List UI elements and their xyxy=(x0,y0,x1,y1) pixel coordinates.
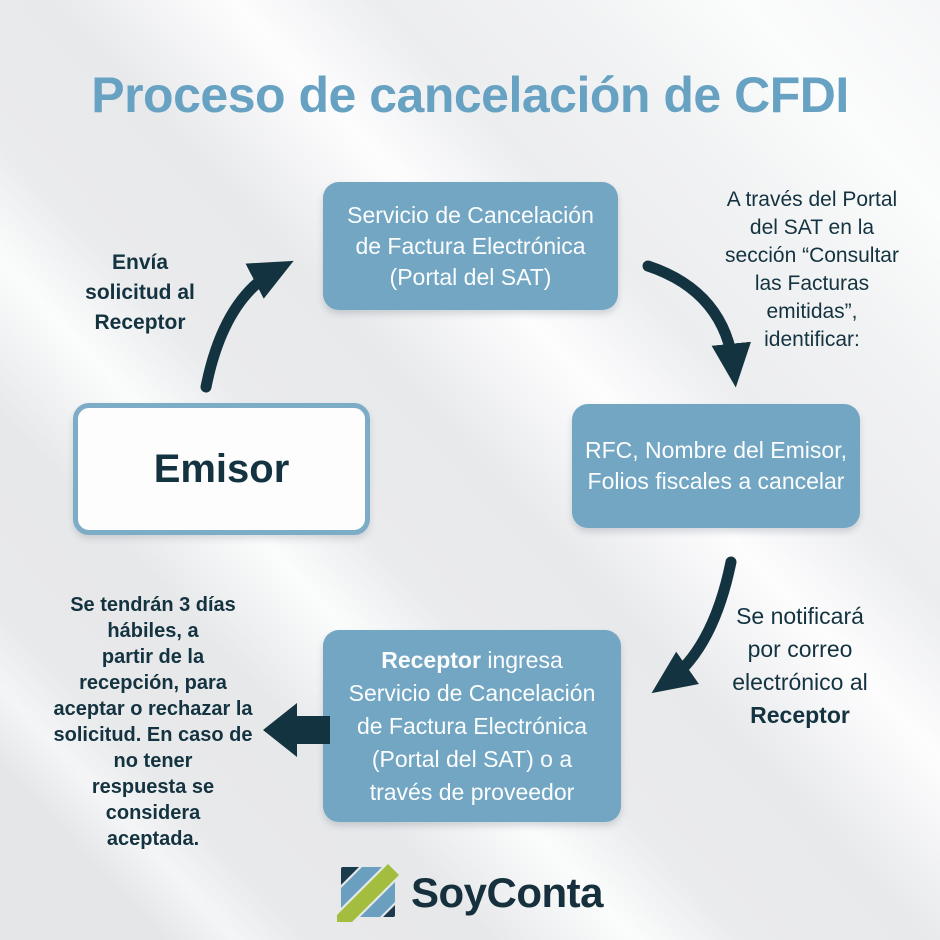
box-cancellation-service: Servicio de Cancelación de Factura Elect… xyxy=(323,182,618,310)
box-rfc: RFC, Nombre del Emisor, Folios fiscales … xyxy=(572,404,860,528)
box-cancellation-service-label: Servicio de Cancelación de Factura Elect… xyxy=(347,201,594,290)
box-emisor-label: Emisor xyxy=(153,446,290,491)
page-title: Proceso de cancelación de CFDI xyxy=(91,67,849,123)
box-receptor-label: Receptor ingresa Servicio de Cancelación… xyxy=(349,644,596,809)
note-portal-sat: A través del Portal del SAT en la secció… xyxy=(725,188,899,351)
note-notify-bold: Receptor xyxy=(750,702,850,728)
soyconta-stripes-icon xyxy=(336,864,399,922)
note-deadline: Se tendrán 3 días hábiles, a partir de l… xyxy=(53,594,253,850)
note-notify-text: Se notificará por correo electrónico al xyxy=(732,603,868,695)
box-receptor-bold: Receptor xyxy=(381,646,481,673)
box-receptor-text: ingresa Servicio de Cancelación de Factu… xyxy=(348,646,596,805)
box-rfc-label: RFC, Nombre del Emisor, Folios fiscales … xyxy=(584,437,847,494)
box-emisor: Emisor xyxy=(73,403,370,535)
soyconta-logo-text: SoyConta xyxy=(410,869,604,916)
note-send-request: Envía solicitud al Receptor xyxy=(85,251,195,334)
soyconta-logo: SoyConta xyxy=(0,864,940,922)
box-receptor-ingresa: Receptor ingresa Servicio de Cancelación… xyxy=(323,630,621,822)
note-notify-receptor: Se notificará por correo electrónico al … xyxy=(710,600,890,732)
